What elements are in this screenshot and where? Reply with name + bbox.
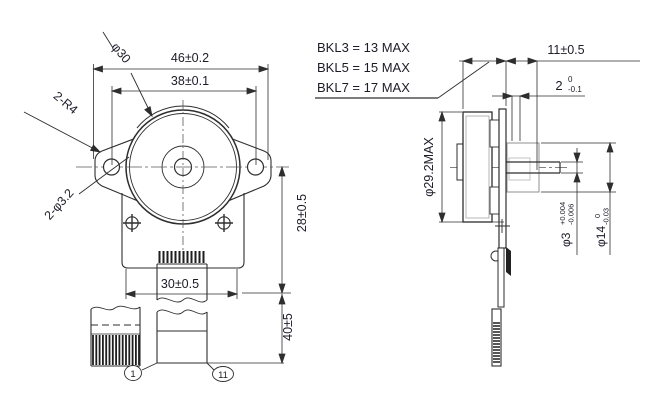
dim-top-line: [459, 57, 640, 170]
dim-body-dia-label: φ29.2MAX: [422, 137, 436, 197]
front-cable-end-detail: [90, 305, 141, 367]
dim-shaft-length-label: 11±0.5: [547, 43, 584, 57]
dim-center-height-label: 28±0.5: [295, 194, 309, 232]
side-cable-end: [491, 308, 502, 367]
dim-center-height: [242, 166, 291, 294]
svg-text:0: 0: [568, 75, 573, 84]
dim-width-outer-label: 46±0.2: [171, 51, 209, 65]
pilot-boss: [506, 142, 540, 193]
svg-text:2: 2: [555, 78, 562, 93]
leader-body-dia: [102, 31, 156, 118]
svg-text:-0.1: -0.1: [568, 85, 582, 94]
pin-last-label: 11: [218, 370, 228, 381]
pin1-balloon: [124, 365, 142, 381]
dim-lead-length: [278, 294, 286, 364]
svg-text:-0.03: -0.03: [602, 208, 611, 225]
bkl-line-2: BKL5 = 15 MAX: [317, 60, 410, 75]
side-lead-strip: [497, 247, 505, 308]
dim-lead-length-label: 40±5: [281, 313, 295, 341]
bkl-leader: [437, 61, 490, 99]
pin11-balloon: [212, 366, 234, 382]
side-cable-hatch: [493, 322, 500, 363]
dim-body-dia: [438, 111, 504, 223]
dim-connector-width: [125, 269, 238, 299]
dim-width-outer: [93, 64, 269, 160]
front-screw-marks: [123, 214, 233, 232]
rear-bearing-boss: [456, 143, 464, 181]
dim-width-holes-label: 38±0.1: [171, 74, 209, 88]
svg-text:+0.004: +0.004: [558, 202, 567, 225]
front-view: 1 11 46±0.2 38±0.1 φ30: [23, 31, 309, 382]
dim-shaft-dia-label: φ3 +0.004 -0.006: [558, 202, 576, 247]
pin-first-label: 1: [130, 369, 135, 380]
svg-text:φ14: φ14: [594, 226, 608, 247]
break-line-lower: [156, 309, 208, 315]
break-line-upper: [156, 297, 208, 303]
leader-ear-radius: [23, 111, 102, 156]
break-line-cable: [90, 305, 141, 311]
svg-text:φ3: φ3: [559, 232, 573, 247]
dim-boss-length: [492, 92, 585, 141]
bearing-sleeve: [508, 157, 531, 181]
dim-width-holes: [111, 86, 257, 165]
svg-text:0: 0: [593, 214, 602, 218]
leader-hole-dia: [78, 156, 130, 195]
shaft: [506, 161, 561, 174]
hole-dia-label: 2-φ3.2: [42, 186, 77, 223]
body-dia-label: φ30: [109, 40, 134, 66]
pin-balloons: [124, 362, 234, 382]
side-flange-plate: [490, 108, 511, 308]
bkl-note: BKL3 = 13 MAX BKL5 = 15 MAX BKL7 = 17 MA…: [315, 40, 490, 99]
ear-radius-label: 2-R4: [51, 89, 81, 117]
dim-boss-dia-label: φ14 0 -0.03: [593, 208, 611, 247]
bkl-line-3: BKL7 = 17 MAX: [317, 80, 410, 95]
side-motor-body: [456, 111, 501, 223]
svg-text:-0.006: -0.006: [567, 204, 576, 225]
bkl-line-1: BKL3 = 13 MAX: [317, 40, 410, 55]
front-connector-pins: [157, 251, 207, 265]
dim-boss-dia: [541, 142, 616, 255]
side-view: φ29.2MAX 11±0.5 2 0 -0.1: [315, 40, 640, 367]
connector-side-profile: [506, 247, 511, 276]
cable-contacts-hatch: [92, 335, 140, 365]
front-mounting-holes: [102, 158, 265, 176]
side-boss-shaft: [506, 142, 561, 193]
dim-connector-width-label: 30±0.5: [161, 277, 199, 291]
dim-boss-length-label: 2 0 -0.1: [555, 75, 582, 94]
dim-shaft-dia: [561, 148, 583, 255]
